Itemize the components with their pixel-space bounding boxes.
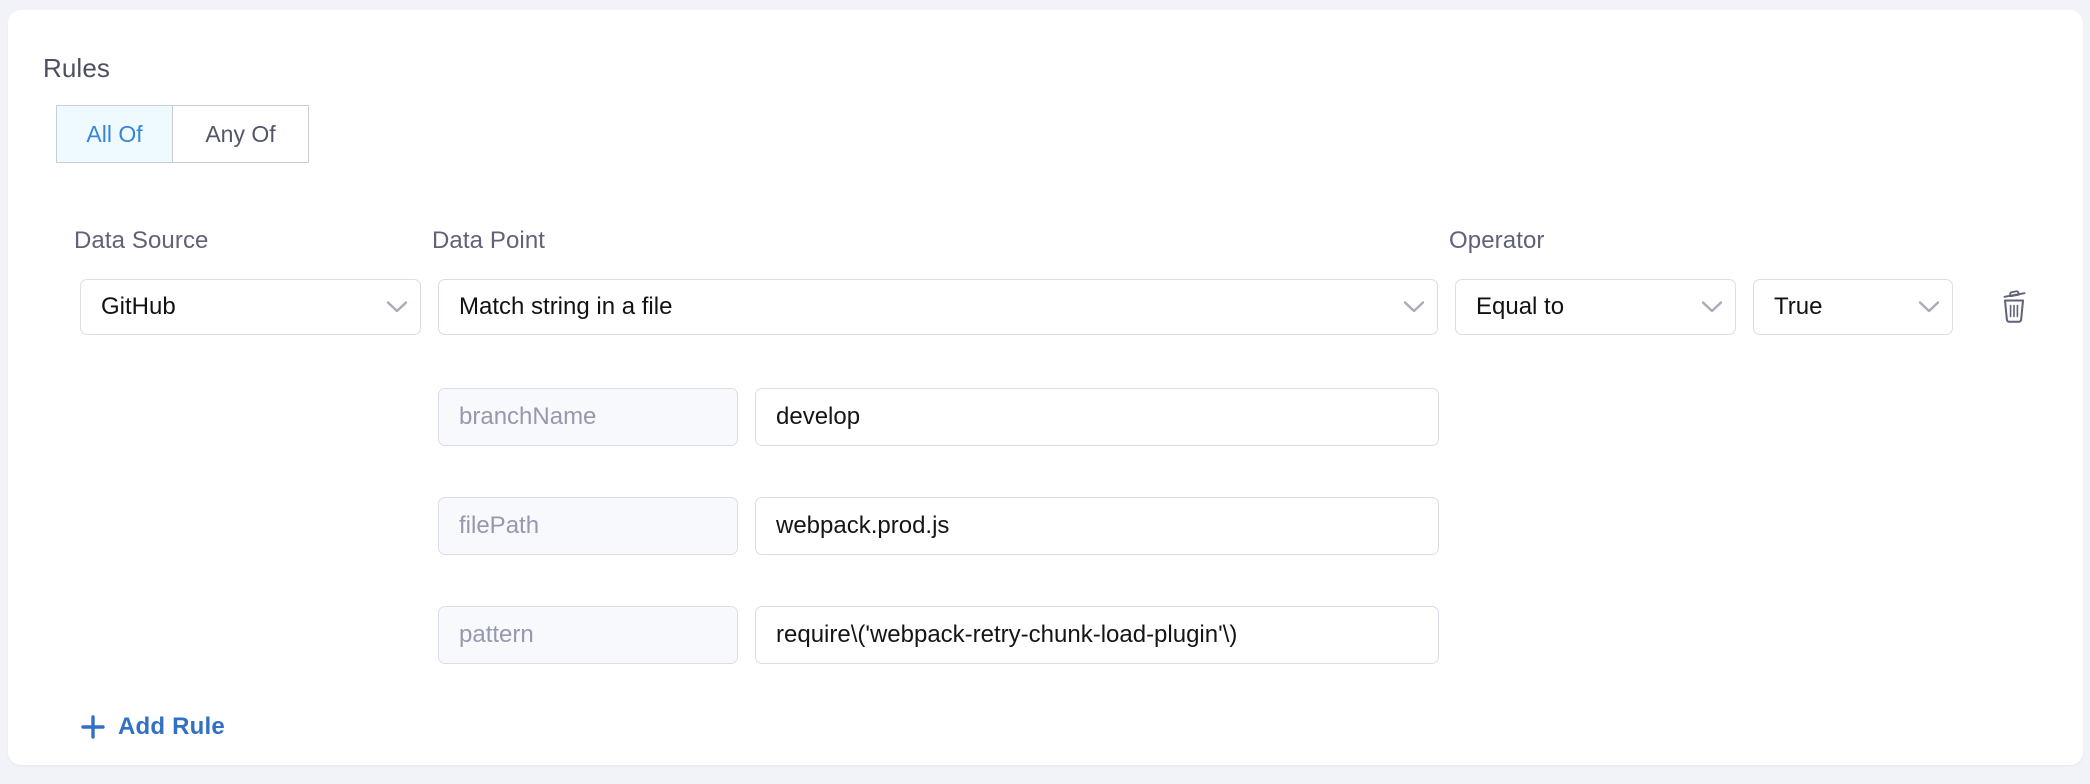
data-point-select[interactable]: Match string in a file (438, 279, 1438, 335)
add-rule-button[interactable]: Add Rule (80, 706, 225, 748)
parameter-key-field[interactable]: pattern (438, 606, 738, 664)
add-rule-label: Add Rule (118, 713, 225, 740)
parameter-key-field[interactable]: filePath (438, 497, 738, 555)
data-source-select[interactable]: GitHub (80, 279, 421, 335)
delete-rule-button[interactable] (1990, 284, 2038, 330)
parameter-value-field[interactable]: webpack.prod.js (755, 497, 1439, 555)
plus-icon (80, 714, 106, 740)
data-point-label: Data Point (432, 227, 546, 254)
parameter-key-field[interactable]: branchName (438, 388, 738, 446)
parameter-value-field[interactable]: require\('webpack-retry-chunk-load-plugi… (755, 606, 1439, 664)
data-source-label: Data Source (74, 227, 209, 254)
data-source-value: GitHub (101, 293, 176, 320)
chevron-down-icon (1391, 300, 1437, 314)
operator-value: Equal to (1476, 293, 1565, 320)
data-point-value: Match string in a file (459, 293, 673, 320)
operator-value-select[interactable]: True (1753, 279, 1953, 335)
match-mode-any-of[interactable]: Any Of (172, 105, 309, 163)
page-title: Rules (43, 53, 110, 83)
chevron-down-icon (1906, 300, 1952, 314)
operator-value-selected: True (1774, 293, 1823, 320)
chevron-down-icon (374, 300, 420, 314)
match-mode-toggle[interactable]: All Of Any Of (56, 105, 309, 163)
operator-select[interactable]: Equal to (1455, 279, 1736, 335)
trash-icon (1997, 288, 2031, 327)
parameter-value-field[interactable]: develop (755, 388, 1439, 446)
match-mode-all-of[interactable]: All Of (56, 105, 172, 163)
rules-card: Rules All Of Any Of Data Source Data Poi… (8, 10, 2083, 765)
chevron-down-icon (1689, 300, 1735, 314)
operator-label: Operator (1449, 227, 1545, 254)
